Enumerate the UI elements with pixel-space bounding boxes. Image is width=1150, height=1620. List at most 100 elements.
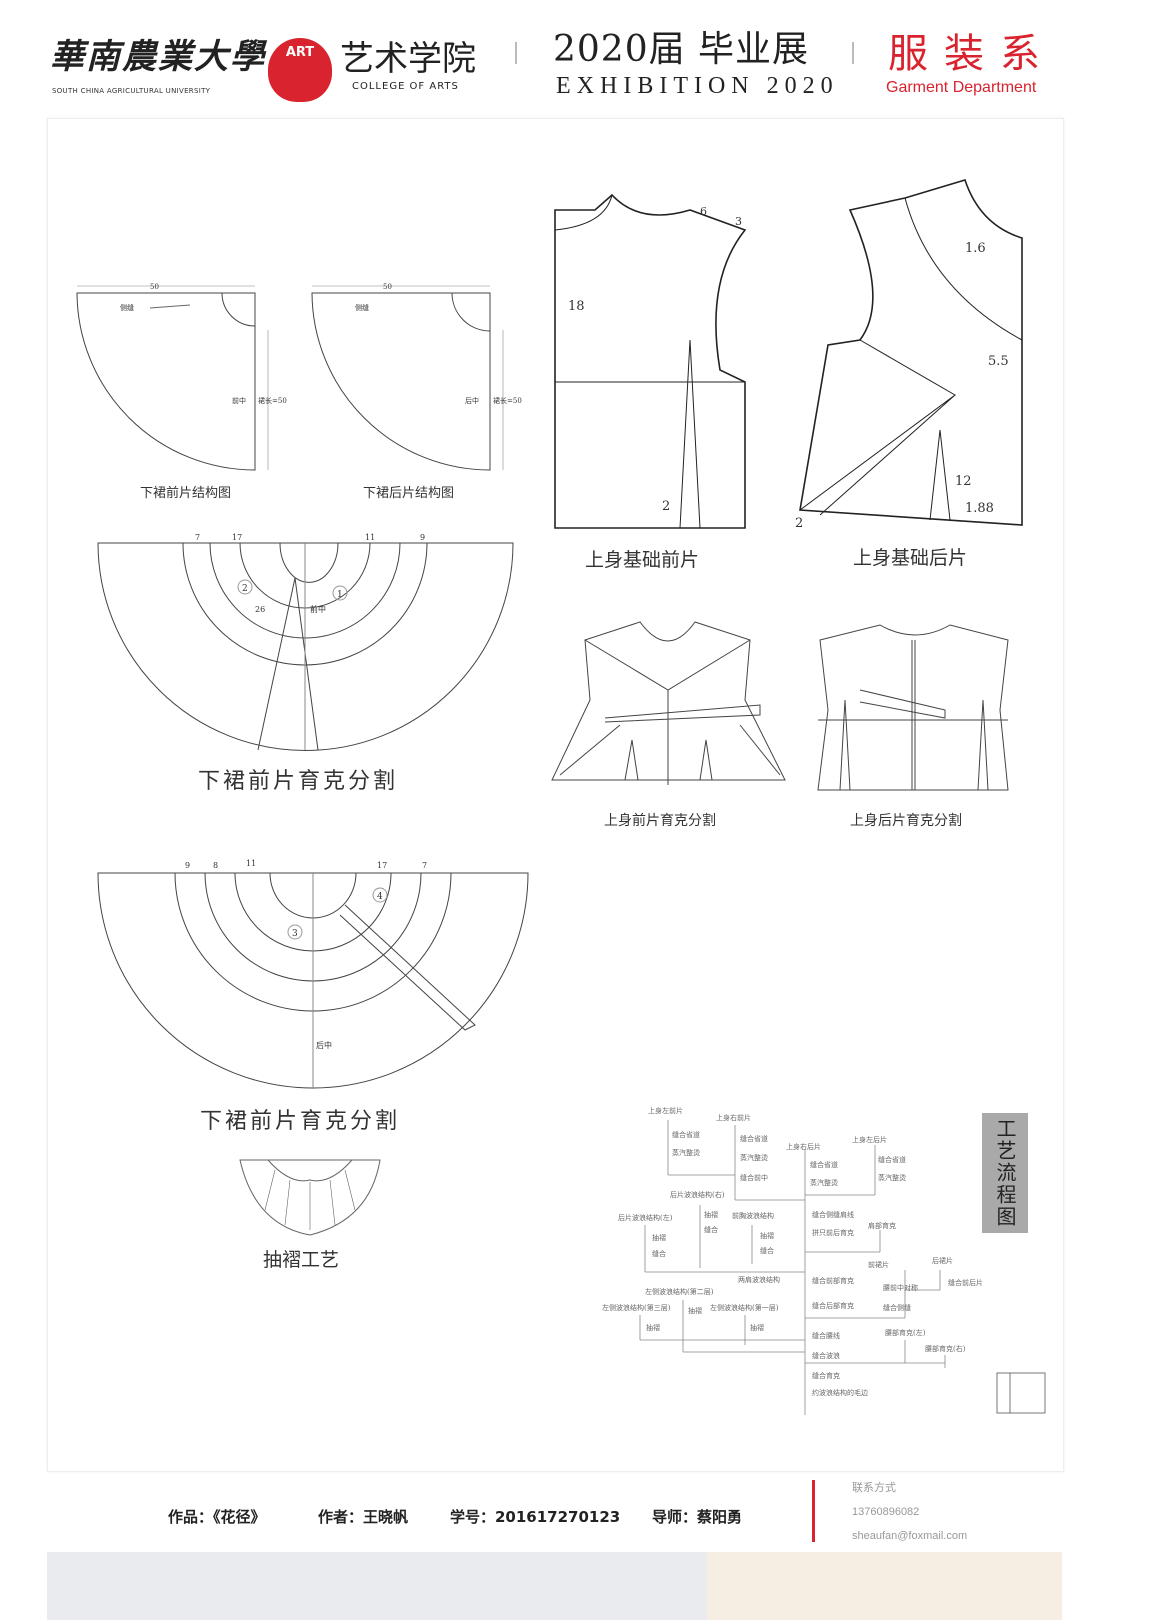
divider xyxy=(515,42,517,64)
bodice-front-pattern: 18 6 3 2 xyxy=(554,193,747,529)
measurement-label: 6 xyxy=(700,205,707,218)
flow-node: 缝合后部育克 xyxy=(812,1302,854,1310)
flow-node: 抽褶 xyxy=(760,1232,774,1240)
measurement-label: 2 xyxy=(662,499,670,514)
flow-node: 抽褶 xyxy=(688,1307,702,1315)
flow-node: 蒸汽整烫 xyxy=(810,1179,838,1187)
grain-label: 侧缝 xyxy=(355,303,369,312)
skirt-yoke-pattern-1: 7 17 11 9 2 1 26 前中 xyxy=(97,533,514,751)
contact-email: sheaufan@foxmail.com xyxy=(852,1530,968,1542)
flow-node: 上身右后片 xyxy=(786,1143,821,1151)
college-logo: ART xyxy=(268,38,332,102)
flow-node: 缝合腰线 xyxy=(812,1332,840,1340)
flow-node: 左侧波浪结构(第一层) xyxy=(710,1304,779,1312)
university-logo-text: 華南農業大學 xyxy=(50,37,266,77)
flow-node: 缝合省道 xyxy=(878,1156,906,1164)
measurement-label: 7 xyxy=(422,861,427,870)
measurement-label: 17 xyxy=(377,861,387,870)
process-flow-title: 工艺流程图 xyxy=(982,1113,1028,1233)
flow-node: 前胸波浪结构 xyxy=(732,1212,774,1220)
department-english: Garment Department xyxy=(886,79,1037,96)
measurement-label: 8 xyxy=(213,861,218,870)
flow-node: 两肩波浪结构 xyxy=(738,1276,780,1284)
flow-node: 缝合育克 xyxy=(812,1372,840,1380)
exhibition-title: 2020届 毕业展 xyxy=(553,29,810,70)
flow-node: 缝合 xyxy=(652,1250,666,1258)
flow-node: 前裙片 xyxy=(868,1261,889,1269)
flow-node: 上身左前片 xyxy=(648,1107,683,1115)
flow-node: 后裙片 xyxy=(932,1257,953,1265)
divider xyxy=(812,1480,815,1542)
logo-text: ART xyxy=(285,45,315,60)
piece-number: 4 xyxy=(377,892,383,902)
bodice-back-pattern: 1.6 5.5 12 1.88 2 xyxy=(795,179,1023,531)
flow-node: 缝合 xyxy=(760,1247,774,1255)
measurement-label: 26 xyxy=(255,605,265,614)
flow-node: 缝合前中 xyxy=(740,1174,768,1182)
footer-strip xyxy=(47,1552,707,1620)
measurement-label: 11 xyxy=(365,533,375,542)
width-label: 50 xyxy=(150,283,159,291)
flow-node: 腰前中对称 xyxy=(883,1284,918,1292)
footer-strip-accent xyxy=(707,1552,1062,1620)
measurement-label: 9 xyxy=(420,533,425,542)
figure-caption: 上身前片育克分割 xyxy=(604,812,716,829)
advisor: 导师：蔡阳勇 xyxy=(652,1508,743,1526)
gathering-sketch xyxy=(239,1159,381,1236)
flow-node: 缝合省道 xyxy=(810,1161,838,1169)
process-flowchart-lines xyxy=(639,1120,1046,1415)
center-label: 前中 xyxy=(232,396,246,405)
work-title: 作品：《花径》 xyxy=(168,1508,266,1526)
figure-caption: 下裙前片结构图 xyxy=(140,485,231,501)
piece-number: 3 xyxy=(292,929,298,939)
university-english-name: SOUTH CHINA AGRICULTURAL UNIVERSITY xyxy=(52,87,211,95)
measurement-label: 1.88 xyxy=(965,501,994,516)
skirt-front-pattern: 50 侧缝 前中 裙长=50 xyxy=(76,283,287,471)
flow-node: 左侧波浪结构(第三层) xyxy=(602,1304,671,1312)
flow-node: 缝合前部育克 xyxy=(812,1277,854,1285)
flow-node: 抽褶 xyxy=(646,1324,660,1332)
flow-node: 蒸汽整烫 xyxy=(740,1154,768,1162)
flow-node: 后片波浪结构(右) xyxy=(670,1191,725,1199)
flow-node: 拼只前后育克 xyxy=(812,1229,854,1237)
center-label: 前中 xyxy=(310,604,326,614)
measurement-label: 11 xyxy=(246,859,256,868)
figure-caption: 抽褶工艺 xyxy=(263,1249,339,1271)
flow-node: 肩部育克 xyxy=(868,1222,896,1230)
piece-number: 1 xyxy=(337,590,343,600)
figure-caption: 下裙前片育克分割 xyxy=(198,769,398,794)
flow-node: 蒸汽整烫 xyxy=(878,1174,906,1182)
measurement-label: 12 xyxy=(955,474,972,489)
figure-caption: 下裙前片育克分割 xyxy=(200,1109,400,1134)
flow-node: 缝合侧缝肩线 xyxy=(812,1211,854,1219)
flow-node: 后片波浪结构(左) xyxy=(618,1214,673,1222)
skirt-yoke-pattern-2: 9 8 11 17 7 3 4 后中 xyxy=(97,859,529,1089)
flow-node: 约波浪结构的毛边 xyxy=(812,1389,868,1397)
contact-label: 联系方式 xyxy=(852,1482,896,1494)
figure-caption: 上身基础后片 xyxy=(853,547,967,569)
divider xyxy=(852,42,854,64)
flow-node: 缝合省道 xyxy=(672,1131,700,1139)
length-label: 裙长=50 xyxy=(493,396,522,405)
college-english-name: COLLEGE OF ARTS xyxy=(352,81,459,92)
bodice-back-yoke-pattern xyxy=(817,624,1009,791)
flow-node: 缝合波浪 xyxy=(812,1352,840,1360)
grain-label: 侧缝 xyxy=(120,303,134,312)
flow-node: 缝合省道 xyxy=(740,1135,768,1143)
flow-node: 左侧波浪结构(第二层) xyxy=(645,1288,714,1296)
measurement-label: 1.6 xyxy=(965,241,986,256)
flow-node: 上身左后片 xyxy=(852,1136,887,1144)
measurement-label: 9 xyxy=(185,861,190,870)
measurement-label: 17 xyxy=(232,533,242,542)
student-id: 学号：201617270123 xyxy=(450,1508,621,1526)
measurement-label: 18 xyxy=(568,299,585,314)
exhibition-english: EXHIBITION 2020 xyxy=(556,73,839,99)
skirt-back-pattern: 50 侧缝 后中 裙长=50 xyxy=(311,283,522,471)
measurement-label: 7 xyxy=(195,533,200,542)
contact-phone: 13760896082 xyxy=(852,1506,920,1518)
college-name: 艺术学院 xyxy=(340,39,476,79)
figure-caption: 上身基础前片 xyxy=(585,549,699,571)
center-label: 后中 xyxy=(465,396,479,405)
figure-caption: 下裙后片结构图 xyxy=(363,486,454,501)
author: 作者：王晓帆 xyxy=(318,1508,409,1526)
